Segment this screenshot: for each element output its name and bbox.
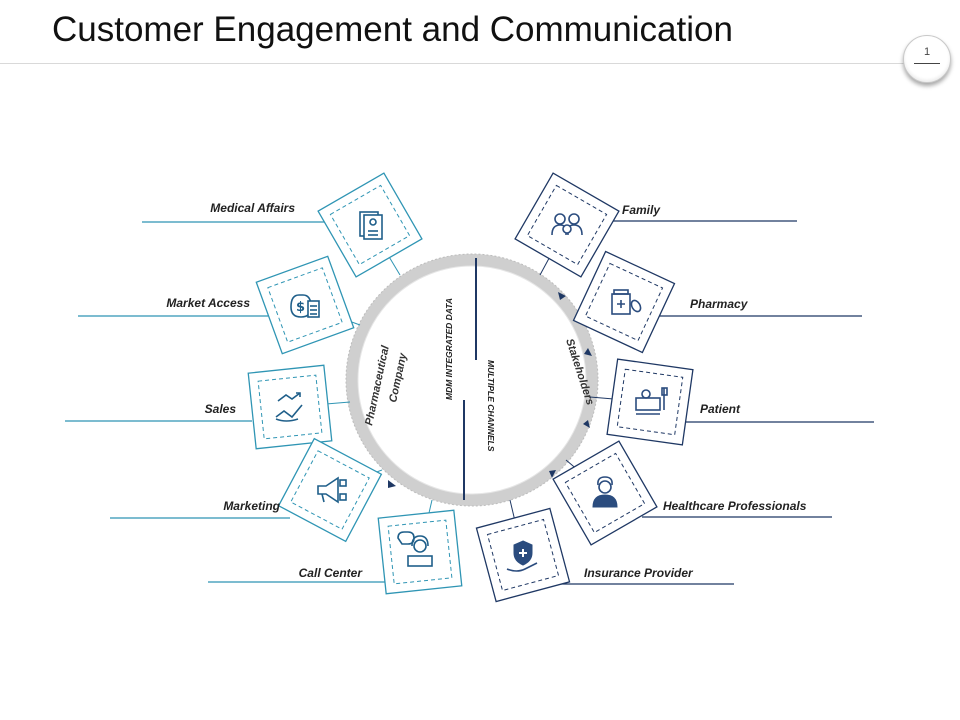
left-node: Sales [65, 364, 351, 450]
node-box [572, 250, 676, 354]
hub-ring-inner-edge [357, 265, 587, 495]
right-node: Insurance Provider [475, 499, 734, 603]
node-label: Medical Affairs [210, 201, 295, 215]
node-box [277, 437, 383, 543]
call-agent-icon [397, 531, 433, 567]
patient-bed-icon [635, 387, 668, 415]
money-bag-calculator-icon: $ [290, 294, 320, 318]
node-label: Call Center [299, 566, 364, 580]
title-divider [0, 63, 910, 64]
node-box [606, 358, 694, 446]
node-label: Insurance Provider [584, 566, 694, 580]
page-number-badge: 1 [903, 35, 951, 83]
document-icon [359, 211, 383, 240]
right-node: Patient [589, 358, 874, 446]
center-label-channels: MULTIPLE CHANNELS [486, 360, 496, 452]
left-node: Call Center [208, 499, 463, 595]
ring-arrow [388, 480, 396, 488]
left-node: Medical Affairs [142, 172, 423, 278]
node-label: Pharmacy [690, 297, 749, 311]
nurse-icon [592, 476, 618, 508]
node-box [255, 255, 355, 355]
ring-arrow [549, 470, 556, 478]
node-label: Market Access [166, 296, 250, 310]
node-label: Healthcare Professionals [663, 499, 807, 513]
page-title: Customer Engagement and Communication [52, 10, 733, 49]
center-label-mdm: MDM INTEGRATED DATA [444, 298, 454, 400]
family-icon [551, 213, 583, 236]
hub-ring [346, 254, 598, 506]
node-box [247, 364, 333, 450]
nodes-layer: Medical Affairs $ Market AccessSalesMarket… [65, 172, 874, 603]
left-node: Marketing [110, 437, 383, 543]
ring-arrow [558, 292, 566, 300]
right-node: Pharmacy [572, 250, 862, 354]
ring-arrows [388, 292, 592, 488]
node-label: Patient [700, 402, 741, 416]
svg-text:$: $ [296, 300, 305, 315]
megaphone-icon [317, 476, 347, 504]
growth-chart-hand-icon [275, 392, 303, 422]
right-node: Family [514, 172, 797, 278]
insurance-shield-hand-icon [506, 540, 538, 572]
ring-arrow [583, 420, 590, 428]
node-label: Sales [205, 402, 237, 416]
page-number: 1 [923, 46, 931, 58]
hub-ring-outer-dash [345, 253, 599, 507]
page-number-rule [914, 63, 940, 64]
left-node: $ Market Access [78, 255, 361, 355]
medicine-bottle-icon [611, 289, 642, 315]
node-label: Family [622, 203, 661, 217]
ring-arrow [584, 348, 592, 356]
node-label: Marketing [223, 499, 280, 513]
right-node: Healthcare Professionals [552, 440, 832, 546]
